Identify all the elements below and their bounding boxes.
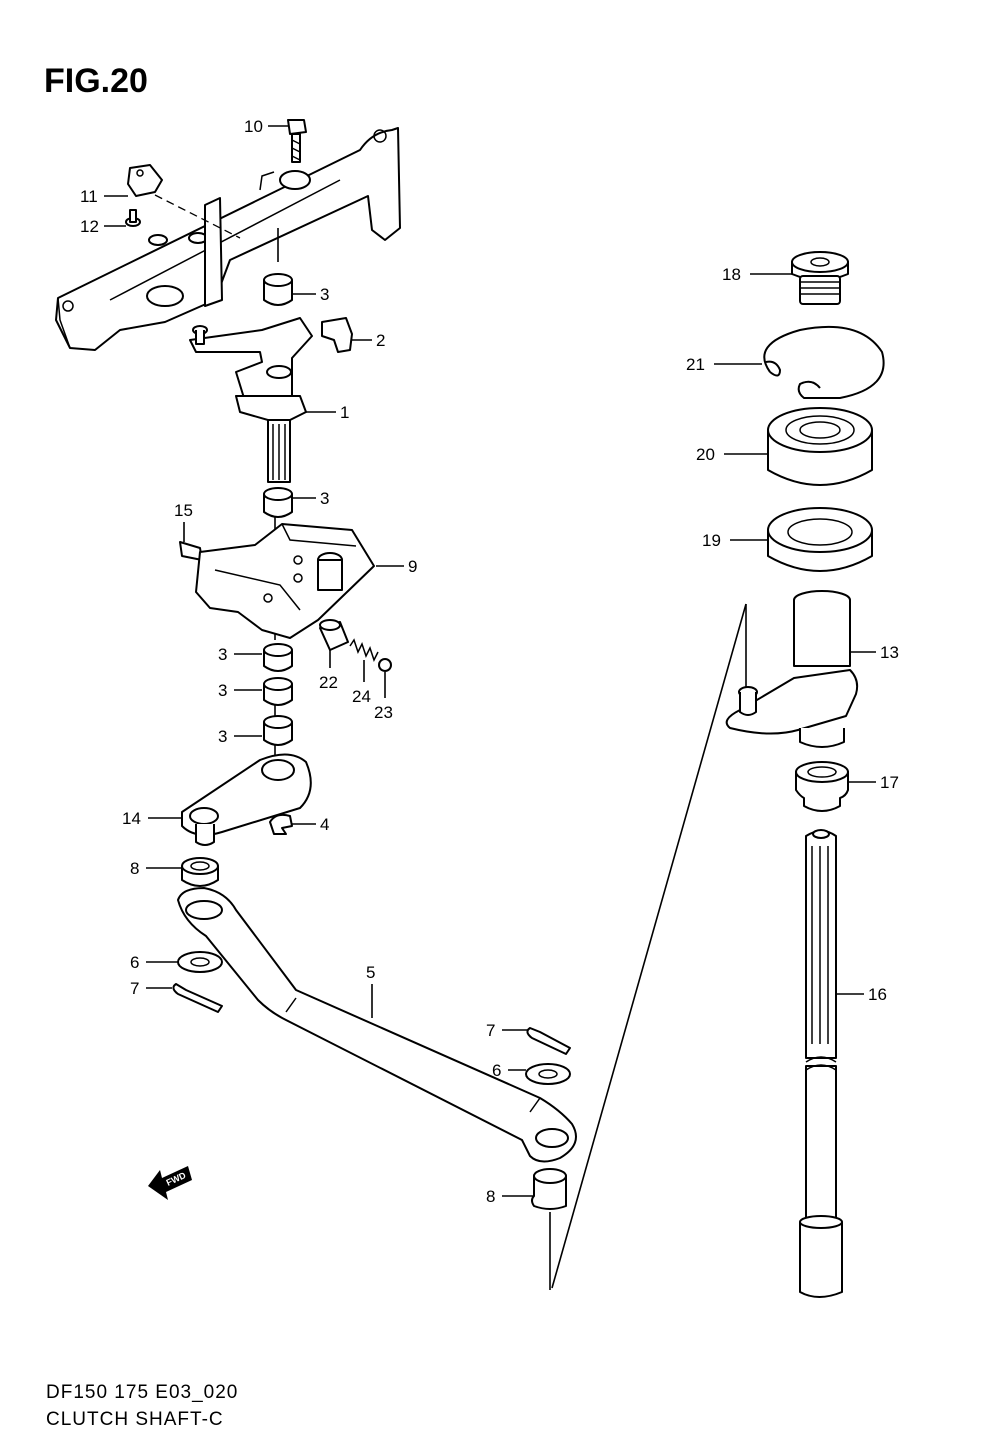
callout-3b: 3 <box>320 489 329 508</box>
callout-3d: 3 <box>218 681 227 700</box>
callout-12: 12 <box>80 217 99 236</box>
callout-14: 14 <box>122 809 141 828</box>
shift-lever-13 <box>725 590 859 748</box>
callout-19: 19 <box>702 531 721 550</box>
bushing-8b <box>531 1168 567 1210</box>
callout-22: 22 <box>319 673 338 692</box>
bearing-20 <box>767 407 873 486</box>
e-clip-4 <box>269 813 293 835</box>
upper-bracket <box>55 127 401 351</box>
callout-3a: 3 <box>320 285 329 304</box>
callout-8b: 8 <box>486 1187 495 1206</box>
housing-9 <box>195 523 375 639</box>
snap-ring-21 <box>763 325 885 399</box>
ball-23 <box>378 658 392 672</box>
callout-6b: 6 <box>492 1061 501 1080</box>
bushing-3c <box>263 643 293 672</box>
callout-21: 21 <box>686 355 705 374</box>
callout-1: 1 <box>340 403 349 422</box>
link-rod-5 <box>177 887 577 1163</box>
seal-19 <box>767 507 873 572</box>
bushing-3b <box>263 487 293 518</box>
model-code-caption: DF150 175 E03_020 <box>46 1382 239 1403</box>
callout-4: 4 <box>320 815 329 834</box>
callout-11: 11 <box>80 187 98 206</box>
plug-18 <box>791 251 849 305</box>
bushing-3d <box>263 677 293 706</box>
callout-6a: 6 <box>130 953 139 972</box>
arm-14 <box>181 753 312 846</box>
callout-18: 18 <box>722 265 741 284</box>
callout-17: 17 <box>880 773 899 792</box>
callout-15: 15 <box>174 501 193 520</box>
clutch-lever-1 <box>189 317 313 483</box>
part-11-clip <box>127 164 163 197</box>
cotter-pin-7b <box>526 1027 571 1055</box>
bushing-3e <box>263 715 293 746</box>
shaft-16 <box>799 829 843 1298</box>
washer-6b <box>525 1063 571 1085</box>
section-name-caption: CLUTCH SHAFT-C <box>46 1409 224 1430</box>
part-12-screw <box>125 209 141 227</box>
washer-6a <box>177 951 223 973</box>
callout-24: 24 <box>352 687 371 706</box>
bushing-17 <box>795 761 849 812</box>
callout-7a: 7 <box>130 979 139 998</box>
callout-16: 16 <box>868 985 887 1004</box>
callout-23: 23 <box>374 703 393 722</box>
clip-2 <box>321 317 353 353</box>
bushing-3a <box>263 273 293 306</box>
bushing-8a <box>181 857 219 887</box>
plunger-22 <box>319 619 349 651</box>
callouts: 10 11 12 3 2 1 3 15 9 3 3 3 22 24 23 14 <box>80 117 899 1206</box>
callout-3e: 3 <box>218 727 227 746</box>
spring-24 <box>349 638 379 662</box>
callout-20: 20 <box>696 445 715 464</box>
callout-3c: 3 <box>218 645 227 664</box>
callout-5: 5 <box>366 963 375 982</box>
part-10-bolt <box>287 119 307 163</box>
callout-2: 2 <box>376 331 385 350</box>
callout-8a: 8 <box>130 859 139 878</box>
fwd-direction-badge: FWD <box>148 1166 192 1200</box>
callout-13: 13 <box>880 643 899 662</box>
callout-9: 9 <box>408 557 417 576</box>
callout-7b: 7 <box>486 1021 495 1040</box>
cotter-pin-7a <box>172 983 223 1013</box>
callout-10: 10 <box>244 117 263 136</box>
figure-title: FIG.20 <box>44 62 148 100</box>
